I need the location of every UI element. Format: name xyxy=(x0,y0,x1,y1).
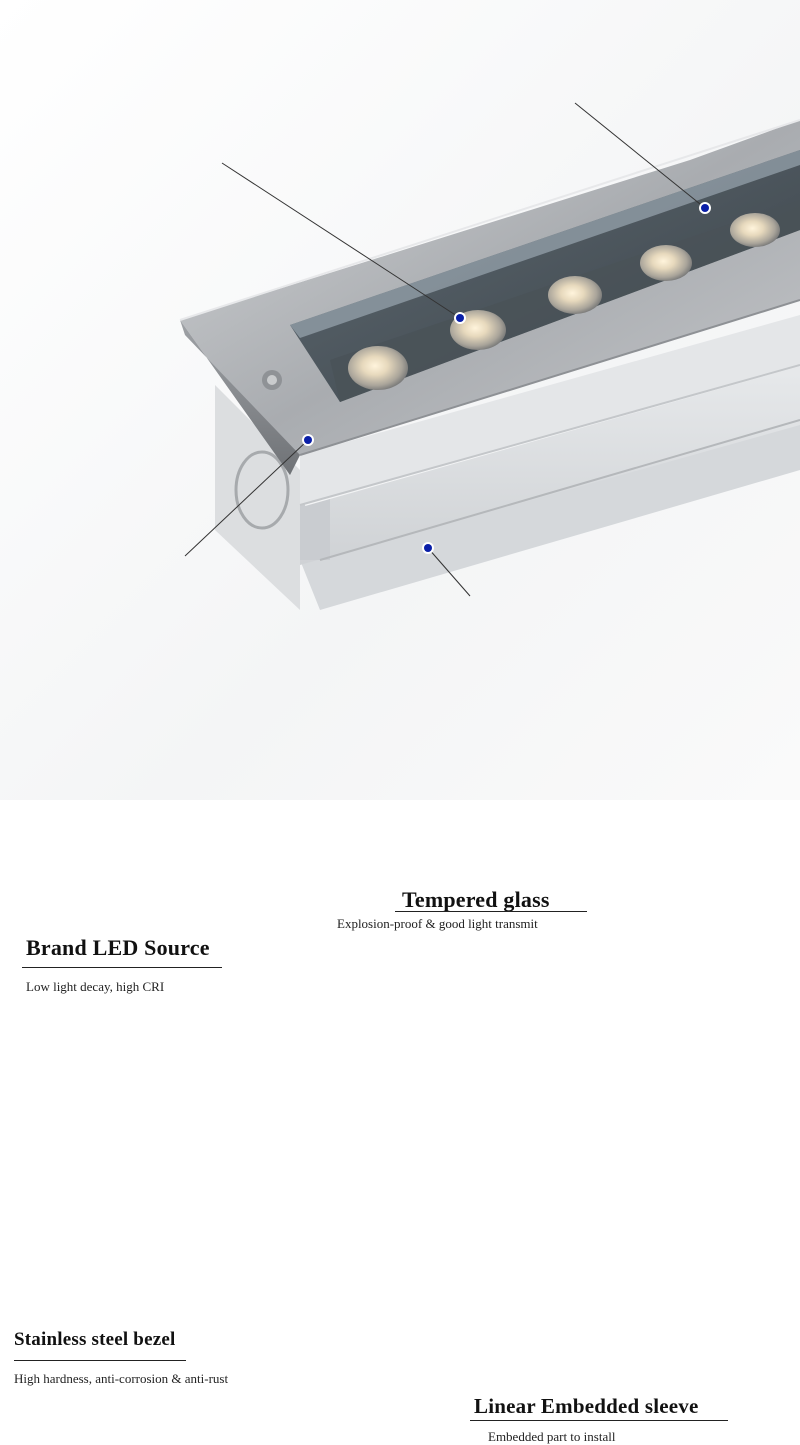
housing xyxy=(299,315,800,506)
callout-rule xyxy=(470,1420,728,1421)
callout-title: Brand LED Source xyxy=(26,935,210,960)
callout-description: Explosion-proof & good light transmit xyxy=(337,916,538,931)
callout-title: Stainless steel bezel xyxy=(14,1329,176,1350)
callout-description: Low light decay, high CRI xyxy=(26,979,165,994)
callout-title: Tempered glass xyxy=(402,887,550,912)
callout-rule xyxy=(22,967,222,968)
callout-title: Linear Embedded sleeve xyxy=(474,1394,699,1418)
callout-description: High hardness, anti-corrosion & anti-rus… xyxy=(14,1371,229,1386)
callout-rule xyxy=(14,1360,186,1361)
callout-description: Embedded part to install xyxy=(488,1429,616,1444)
leader-lines xyxy=(184,102,706,597)
led-fixture-drawing xyxy=(0,0,800,800)
callout-markers xyxy=(302,202,711,554)
led-lenses xyxy=(348,213,780,390)
callout-rule xyxy=(395,911,587,912)
embedded-sleeve xyxy=(215,355,800,610)
